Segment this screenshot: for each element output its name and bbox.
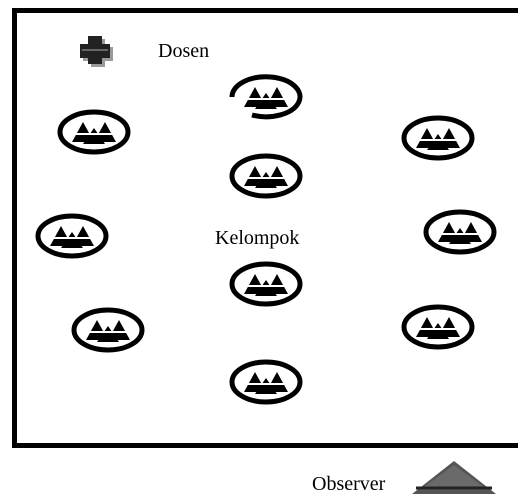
- observer-label: Observer: [312, 473, 386, 495]
- group-table-icon: [401, 115, 475, 161]
- lecturer-desk-icon: [80, 36, 113, 67]
- group-table-icon: [423, 209, 497, 255]
- group-table-icon: [35, 213, 109, 259]
- group-table-icon: [401, 304, 475, 350]
- group-table-icon: [57, 109, 131, 155]
- room-boundary: [12, 8, 518, 448]
- group-table-icon: [229, 261, 303, 307]
- group-table-icon: [71, 307, 145, 353]
- dosen-label: Dosen: [158, 40, 210, 62]
- group-table-icon: [229, 359, 303, 405]
- observer-triangle-icon: [412, 461, 496, 494]
- kelompok-label: Kelompok: [215, 227, 300, 249]
- group-table-icon: [229, 153, 303, 199]
- group-table-icon: [229, 74, 303, 120]
